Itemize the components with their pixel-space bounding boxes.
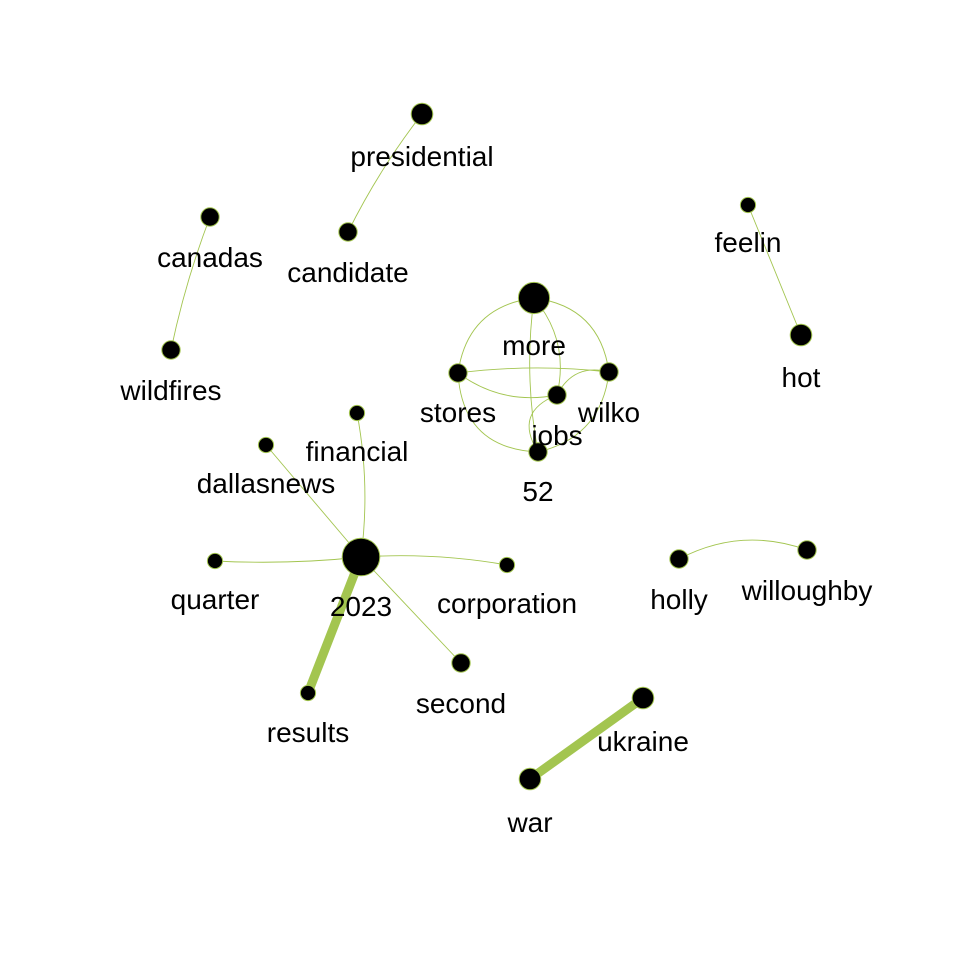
node-label-more: more: [502, 330, 566, 361]
edge-financial-2023: [356, 412, 366, 558]
node-2023[interactable]: [341, 537, 381, 577]
edge-wilko-52: [537, 371, 610, 453]
edge-stores-jobs: [457, 372, 558, 399]
edge-ukraine-war: [527, 694, 646, 783]
node-label-quarter: quarter: [171, 584, 260, 615]
node-stores[interactable]: [448, 363, 468, 383]
edge-quarter-2023: [214, 556, 362, 563]
node-label-wilko: wilko: [577, 397, 640, 428]
node-second[interactable]: [451, 653, 471, 673]
node-ukraine[interactable]: [631, 686, 655, 710]
node-war[interactable]: [518, 767, 542, 791]
node-willoughby[interactable]: [797, 540, 817, 560]
node-label-willoughby: willoughby: [741, 575, 873, 606]
edge-stores-52: [457, 372, 539, 453]
node-more[interactable]: [517, 281, 551, 315]
edge-more-52: [529, 297, 539, 453]
labels-layer: presidential candidate canadas wildfires fee…: [119, 141, 872, 838]
node-label-wildfires: wildfires: [119, 375, 221, 406]
node-canadas[interactable]: [200, 207, 220, 227]
node-holly[interactable]: [669, 549, 689, 569]
node-label-corporation: corporation: [437, 588, 577, 619]
edge-feelin-hot: [747, 204, 802, 336]
node-label-financial: financial: [306, 436, 409, 467]
node-jobs[interactable]: [547, 385, 567, 405]
node-52[interactable]: [528, 442, 548, 462]
node-label-dallasnews: dallasnews: [197, 468, 336, 499]
node-results[interactable]: [299, 684, 317, 702]
node-label-holly: holly: [650, 584, 708, 615]
node-label-2023: 2023: [330, 591, 392, 622]
node-hot[interactable]: [789, 323, 813, 347]
node-label-results: results: [267, 717, 349, 748]
node-label-presidential: presidential: [350, 141, 493, 172]
edge-holly-willoughby: [678, 539, 808, 560]
node-label-hot: hot: [782, 362, 821, 393]
node-feelin[interactable]: [739, 196, 757, 214]
node-quarter[interactable]: [206, 552, 224, 570]
node-wildfires[interactable]: [161, 340, 181, 360]
node-label-ukraine: ukraine: [597, 726, 689, 757]
edge-canadas-wildfires: [170, 216, 211, 351]
edge-corporation-2023: [360, 555, 508, 566]
node-financial[interactable]: [348, 404, 366, 422]
node-presidential[interactable]: [410, 102, 434, 126]
node-label-candidate: candidate: [287, 257, 408, 288]
node-wilko[interactable]: [599, 362, 619, 382]
node-label-second: second: [416, 688, 506, 719]
node-label-stores: stores: [420, 397, 496, 428]
node-label-feelin: feelin: [715, 227, 782, 258]
node-candidate[interactable]: [338, 222, 358, 242]
node-dallasnews[interactable]: [257, 436, 275, 454]
edge-results-2023: [303, 555, 366, 695]
node-label-jobs: jobs: [530, 420, 582, 451]
edge-presidential-candidate: [347, 113, 423, 233]
node-label-war: war: [506, 807, 552, 838]
node-corporation[interactable]: [498, 556, 516, 574]
node-label-52: 52: [522, 476, 553, 507]
node-label-canadas: canadas: [157, 242, 263, 273]
nodes-layer: [161, 102, 817, 791]
